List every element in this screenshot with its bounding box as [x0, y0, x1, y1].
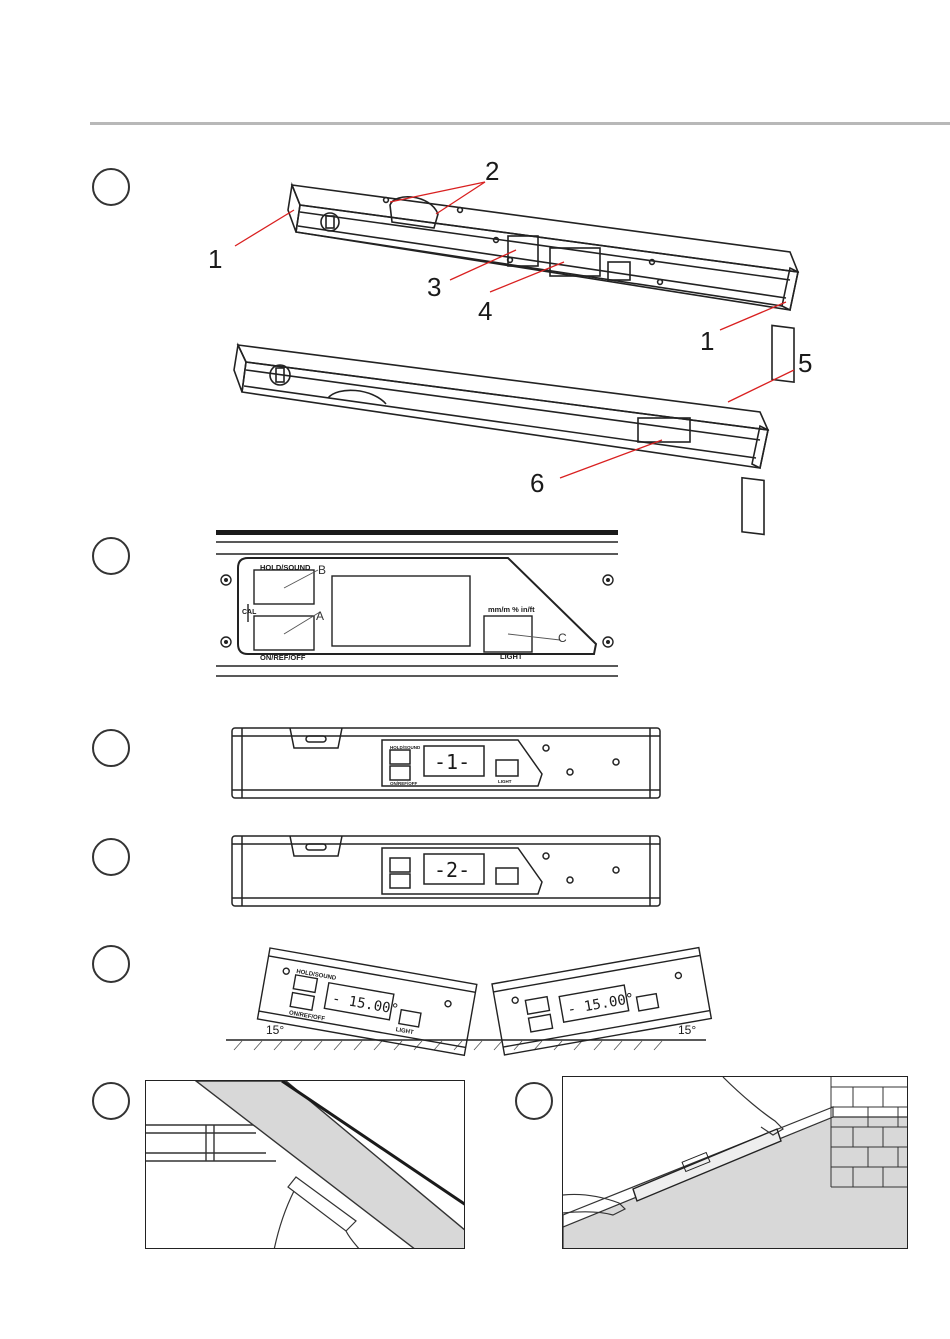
- f3-light: LIGHT: [498, 779, 512, 784]
- figure-tilt-15: - 15.00° HOLD/SOUND ON/REF/OFF LIGHT - 1…: [222, 938, 712, 1058]
- figure-control-panel: HOLD/SOUND CAL ON/REF/OFF mm/m % in/ft L…: [212, 530, 622, 680]
- units-label: mm/m % in/ft: [488, 605, 535, 614]
- left-display-value: - 15.00°: [331, 991, 400, 1018]
- f3-on-ref-off: ON/REF/OFF: [390, 781, 417, 786]
- step-circle-7: [515, 1082, 553, 1120]
- f3-hold-sound: HOLD/SOUND: [390, 745, 421, 750]
- letter-c: C: [558, 631, 567, 645]
- figure-level-parts: 1 2 3 4 1 5 6: [190, 150, 840, 500]
- left-light: LIGHT: [395, 1027, 414, 1036]
- callout-1a: 1: [208, 244, 222, 274]
- step-circle-5: [92, 945, 130, 983]
- left-hold-sound: HOLD/SOUND: [296, 969, 337, 982]
- light-label: LIGHT: [500, 652, 523, 661]
- letter-a: A: [316, 609, 324, 623]
- step-circle-1: [92, 168, 130, 206]
- step-circle-3: [92, 729, 130, 767]
- callout-4: 4: [478, 296, 492, 326]
- right-angle-label: 15°: [678, 1023, 696, 1037]
- callout-2: 2: [485, 156, 499, 186]
- figure-display-step-1: HOLD/SOUND ON/REF/OFF LIGHT -1-: [226, 724, 666, 804]
- header-rule: [90, 122, 950, 125]
- cal-label: CAL: [242, 609, 257, 616]
- callout-6: 6: [530, 468, 544, 498]
- display-value-2: -2-: [434, 858, 470, 882]
- left-on-ref-off: ON/REF/OFF: [288, 1010, 325, 1022]
- step-circle-6: [92, 1082, 130, 1120]
- step-circle-4: [92, 838, 130, 876]
- step-circle-2: [92, 537, 130, 575]
- display-value-1: -1-: [434, 750, 470, 774]
- right-display-value: - 15.00°: [566, 991, 635, 1018]
- figure-ceiling-use: [145, 1080, 465, 1249]
- callout-5: 5: [798, 348, 812, 378]
- callout-1b: 1: [700, 326, 714, 356]
- hold-sound-label: HOLD/SOUND: [260, 563, 311, 572]
- left-angle-label: 15°: [266, 1023, 284, 1037]
- letter-b: B: [318, 563, 326, 577]
- callout-3: 3: [427, 272, 441, 302]
- figure-display-step-2: -2-: [226, 832, 666, 912]
- on-ref-off-label: ON/REF/OFF: [260, 653, 306, 662]
- figure-slope-use: [562, 1076, 908, 1249]
